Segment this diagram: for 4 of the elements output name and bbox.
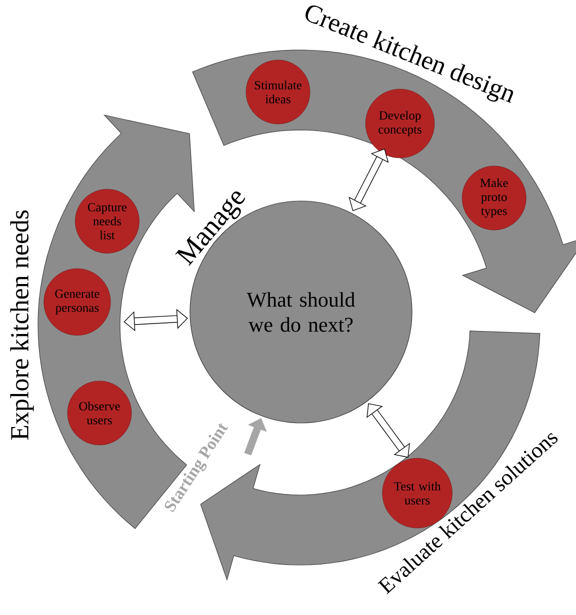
band-heading: Explore kitchen needs <box>10 210 34 440</box>
arrow <box>366 403 410 458</box>
arrow <box>124 308 188 332</box>
arrow <box>244 418 267 456</box>
